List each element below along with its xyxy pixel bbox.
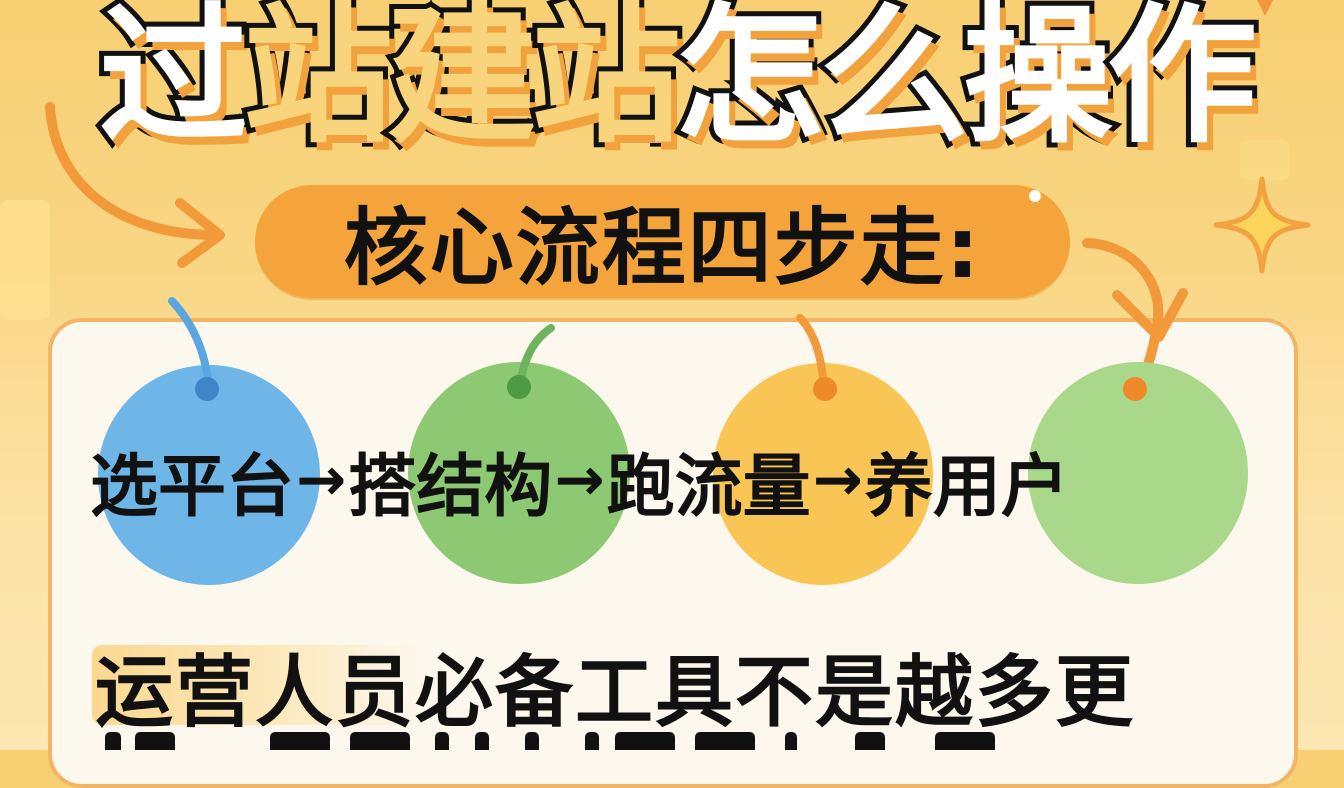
orange-arrow-tip-icon [1257,0,1273,16]
curved-arrow-left-icon [45,102,225,268]
step-label-1: 选平台 [90,447,295,527]
subtitle-pill: 核心流程四步走: [255,185,1070,298]
step-hole-1-icon [195,377,219,401]
background-block [1240,140,1290,180]
arrow-right-icon: → [296,445,347,515]
arrow-right-icon: → [554,445,605,515]
step-label-4: 养用户 [864,447,1069,527]
step-circle-1 [98,365,320,585]
title-char: 过 [94,0,254,164]
step-label-2: 搭结构 [348,447,553,527]
title-char: 么 [814,0,974,164]
sparkle-dot-icon [1029,190,1041,202]
step-hole-4-icon [1123,377,1147,401]
text-highlight [92,645,422,725]
page-title: 过 站 建 站 怎 么 操 作 [70,0,1280,164]
step-stem-1-icon [168,297,212,389]
step-hole-3-icon [813,377,837,401]
title-char: 作 [1102,0,1262,164]
background-block [0,200,50,320]
title-char: 操 [958,0,1118,164]
sparkle-star-icon [1213,176,1311,274]
body-text-line-2-truncated [95,728,1045,750]
subtitle-text: 核心流程四步走: [343,199,982,297]
step-circle-2 [408,362,630,584]
body-text-line-1: 运营人员必备工具不是越多更 [95,648,1136,738]
step-label-3: 跑流量 [606,447,811,527]
arrow-right-icon: → [812,445,863,515]
step-hole-2-icon [507,375,531,399]
title-char: 怎 [670,0,830,164]
steps-flow: 选平台 → 搭结构 → 跑流量 → 养用户 [90,430,1260,530]
title-char: 建 [382,0,542,164]
title-char: 站 [526,0,686,164]
title-char: 站 [238,0,398,164]
